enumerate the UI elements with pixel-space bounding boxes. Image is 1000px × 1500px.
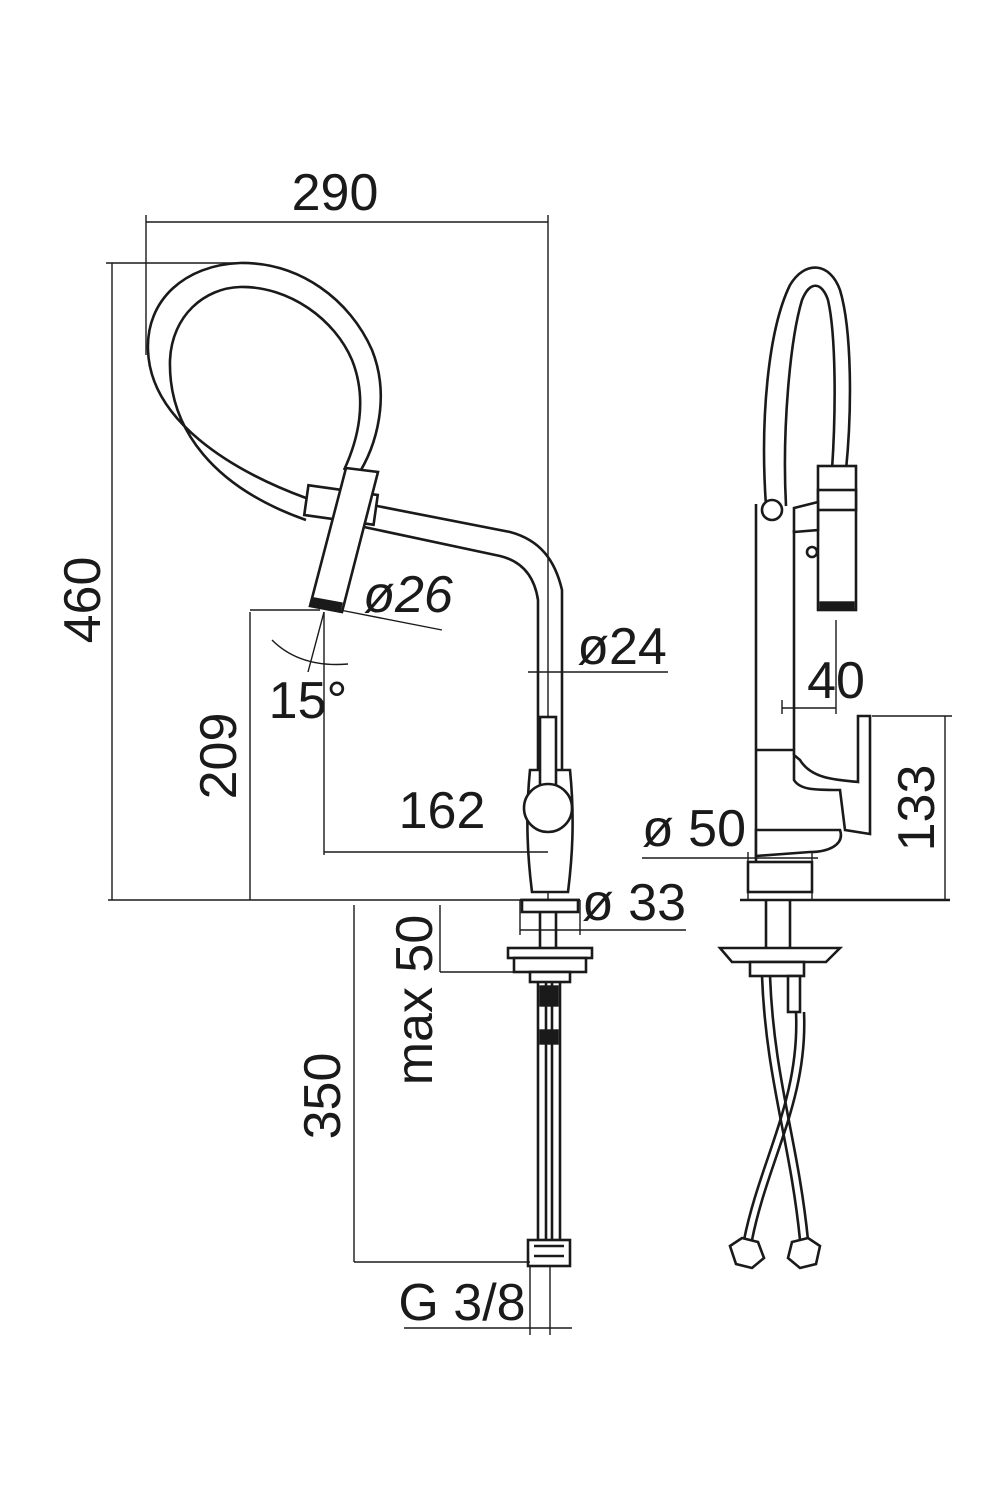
side-fittings: [728, 1236, 822, 1270]
lever-handle: [538, 715, 558, 791]
dimension-209: 209: [190, 612, 251, 900]
dimension-d50: ø 50: [642, 800, 818, 900]
hose-loop: [146, 261, 383, 522]
side-view: 40 133 ø 50: [642, 266, 952, 1270]
dimension-d33-label: ø 33: [582, 874, 686, 932]
dimension-460-label: 460: [54, 557, 112, 644]
front-view: 290 460 ø26: [54, 164, 686, 1335]
dimension-460: 460: [54, 262, 240, 900]
dimension-162: 162: [324, 782, 548, 853]
side-handle: [754, 714, 872, 858]
dimension-d26-label: ø26: [363, 566, 453, 624]
dimension-162-label: 162: [399, 782, 486, 840]
dimension-d33: ø 33: [519, 874, 686, 935]
dimension-40-label: 40: [807, 652, 865, 710]
flex-hoses: [536, 982, 562, 1240]
dimension-133-label: 133: [888, 765, 946, 852]
dimension-angle: 15°: [250, 609, 349, 855]
dimension-max50: max 50: [386, 905, 520, 1085]
dimension-40: 40: [781, 620, 865, 714]
dimension-d24-label: ø24: [577, 618, 667, 676]
dimension-g38-label: G 3/8: [398, 1274, 525, 1332]
fixing-assembly: [506, 898, 594, 984]
mixer-body: [520, 715, 580, 902]
side-hose-arc: [762, 266, 852, 507]
dimension-350: 350: [294, 905, 530, 1263]
dimension-d50-label: ø 50: [642, 800, 746, 858]
spout-arm: [363, 503, 564, 770]
dimension-133: 133: [872, 715, 952, 900]
dimension-d26: ø26: [339, 566, 453, 631]
side-hoses: [742, 975, 810, 1241]
dimension-350-label: 350: [294, 1053, 352, 1140]
shower-head: [308, 466, 380, 614]
dimension-g38: G 3/8: [398, 1266, 572, 1335]
side-fixing: [717, 900, 844, 1014]
side-base: [740, 860, 950, 902]
hose-fittings: [526, 1238, 572, 1268]
dimension-angle-label: 15°: [269, 672, 348, 730]
lever-hub: [522, 782, 574, 834]
dimension-290-label: 290: [292, 164, 379, 222]
dimension-209-label: 209: [190, 713, 248, 800]
dimension-max50-label: max 50: [386, 915, 444, 1086]
side-shower-head: [792, 464, 858, 612]
side-column: [754, 498, 796, 890]
dimension-d24: ø24: [528, 618, 668, 676]
